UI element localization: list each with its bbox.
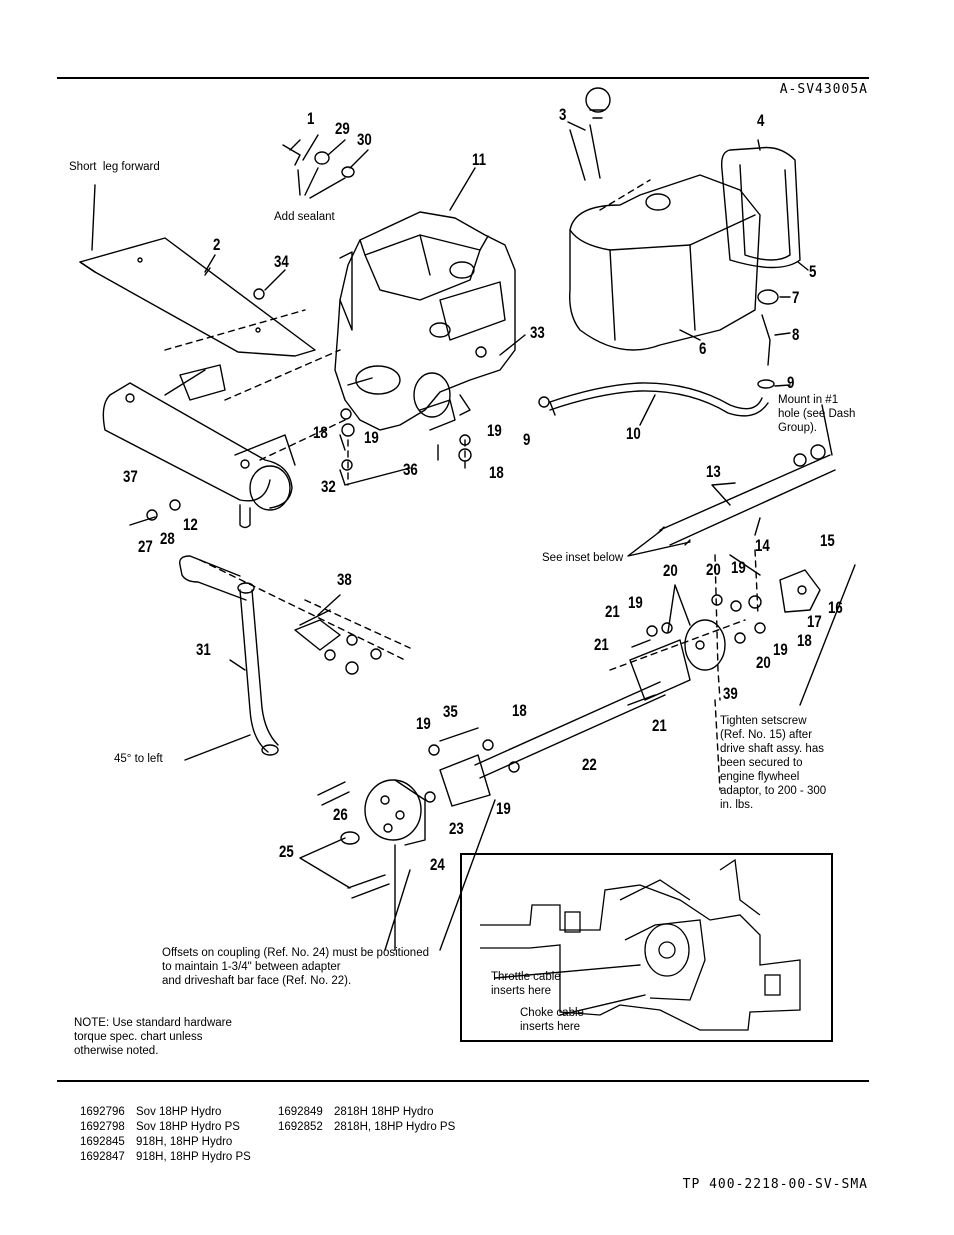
callout-18: 18 — [313, 423, 328, 442]
callout-15: 15 — [820, 531, 835, 550]
callout-30: 30 — [357, 130, 372, 149]
callout-3: 3 — [559, 105, 567, 124]
note-45-deg: 45° to left — [114, 753, 163, 765]
callout-31: 31 — [196, 640, 211, 659]
engine-drawing — [334, 211, 516, 431]
note-torque: NOTE: Use standard hardware torque spec.… — [74, 1017, 232, 1057]
model-row: 1692849 2818H 18HP Hydro — [278, 1105, 476, 1120]
callout-19-b: 19 — [487, 421, 502, 440]
callout-21-c: 21 — [652, 716, 667, 735]
callout-5: 5 — [809, 262, 817, 281]
note-choke-cable: Choke cable inserts here — [520, 1007, 584, 1033]
model-number: 1692845 — [80, 1136, 125, 1148]
callout-10: 10 — [626, 424, 641, 443]
callout-4: 4 — [757, 111, 765, 130]
model-row: 1692845 918H, 18HP Hydro — [80, 1135, 278, 1150]
callout-17: 17 — [807, 612, 822, 631]
callout-32: 32 — [321, 477, 336, 496]
callout-27: 27 — [138, 537, 153, 556]
callout-8: 8 — [792, 325, 800, 344]
model-list-right: 1692849 2818H 18HP Hydro 1692852 2818H, … — [278, 1105, 476, 1135]
model-description: 2818H, 18HP Hydro PS — [334, 1121, 456, 1133]
callout-2: 2 — [213, 235, 221, 254]
callout-18-c: 18 — [797, 631, 812, 650]
model-number: 1692852 — [278, 1121, 323, 1133]
callout-28: 28 — [160, 529, 175, 548]
callout-38: 38 — [337, 570, 352, 589]
model-description: Sov 18HP Hydro PS — [136, 1121, 240, 1133]
note-add-sealant: Add sealant — [274, 211, 335, 223]
callout-21: 21 — [605, 602, 620, 621]
callout-6: 6 — [699, 339, 707, 358]
callout-24: 24 — [430, 855, 445, 874]
callout-26: 26 — [333, 805, 348, 824]
fuel-tank-drawing — [569, 174, 761, 351]
note-throttle-cable: Throttle cable inserts here — [491, 971, 561, 997]
callout-18-b: 18 — [489, 463, 504, 482]
model-list-left: 1692796 Sov 18HP Hydro 1692798 Sov 18HP … — [80, 1105, 278, 1165]
note-offsets: Offsets on coupling (Ref. No. 24) must b… — [162, 947, 429, 987]
callout-12: 12 — [183, 515, 198, 534]
note-tighten-setscrew: Tighten setscrew (Ref. No. 15) after dri… — [720, 715, 827, 811]
model-number: 1692847 — [80, 1151, 125, 1163]
model-number: 1692849 — [278, 1106, 323, 1118]
model-description: 918H, 18HP Hydro — [136, 1136, 233, 1148]
muffler-drawing — [102, 364, 296, 529]
note-short-leg: Short leg forward — [69, 161, 160, 173]
callout-19-g: 19 — [496, 799, 511, 818]
note-mount-in: Mount in #1 hole (see Dash Group). — [778, 394, 856, 434]
callout-7: 7 — [792, 288, 800, 307]
callout-20: 20 — [663, 561, 678, 580]
model-row: 1692796 Sov 18HP Hydro — [80, 1105, 278, 1120]
model-description: 918H, 18HP Hydro PS — [136, 1151, 251, 1163]
model-number: 1692796 — [80, 1106, 125, 1118]
callout-13: 13 — [706, 462, 721, 481]
callout-33: 33 — [530, 323, 545, 342]
callout-9: 9 — [787, 373, 795, 392]
callout-39: 39 — [723, 684, 738, 703]
callout-22: 22 — [582, 755, 597, 774]
bottom-rule — [57, 1080, 869, 1082]
callout-9-b: 9 — [523, 430, 531, 449]
exhaust-pipe-drawing — [237, 582, 279, 756]
callout-34: 34 — [274, 252, 289, 271]
callout-1: 1 — [307, 109, 315, 128]
model-row: 1692852 2818H, 18HP Hydro PS — [278, 1120, 476, 1135]
callout-11: 11 — [472, 150, 487, 169]
model-number: 1692798 — [80, 1121, 125, 1133]
model-row: 1692847 918H, 18HP Hydro PS — [80, 1150, 278, 1165]
callout-35: 35 — [443, 702, 458, 721]
drawing-code: A-SV43005A — [779, 82, 868, 97]
callout-18-d: 18 — [512, 701, 527, 720]
callout-14: 14 — [755, 536, 770, 555]
model-description: 2818H 18HP Hydro — [334, 1106, 434, 1118]
callout-23: 23 — [449, 819, 464, 838]
top-rule — [57, 77, 869, 79]
callout-19-e: 19 — [773, 640, 788, 659]
callout-36: 36 — [403, 460, 418, 479]
model-description: Sov 18HP Hydro — [136, 1106, 222, 1118]
callout-19-c: 19 — [731, 558, 746, 577]
callout-20-b: 20 — [706, 560, 721, 579]
callout-25: 25 — [279, 842, 294, 861]
callout-19-d: 19 — [628, 593, 643, 612]
callout-29: 29 — [335, 119, 350, 138]
callout-21-b: 21 — [594, 635, 609, 654]
callout-19: 19 — [364, 428, 379, 447]
page-code: TP 400-2218-00-SV-SMA — [682, 1177, 868, 1192]
note-see-inset: See inset below — [542, 552, 624, 564]
callout-37: 37 — [123, 467, 138, 486]
heat-shield-drawing — [79, 237, 316, 357]
inset-drawing — [460, 853, 833, 1042]
callout-19-f: 19 — [416, 714, 431, 733]
model-row: 1692798 Sov 18HP Hydro PS — [80, 1120, 278, 1135]
callout-20-c: 20 — [756, 653, 771, 672]
callout-16: 16 — [828, 598, 843, 617]
